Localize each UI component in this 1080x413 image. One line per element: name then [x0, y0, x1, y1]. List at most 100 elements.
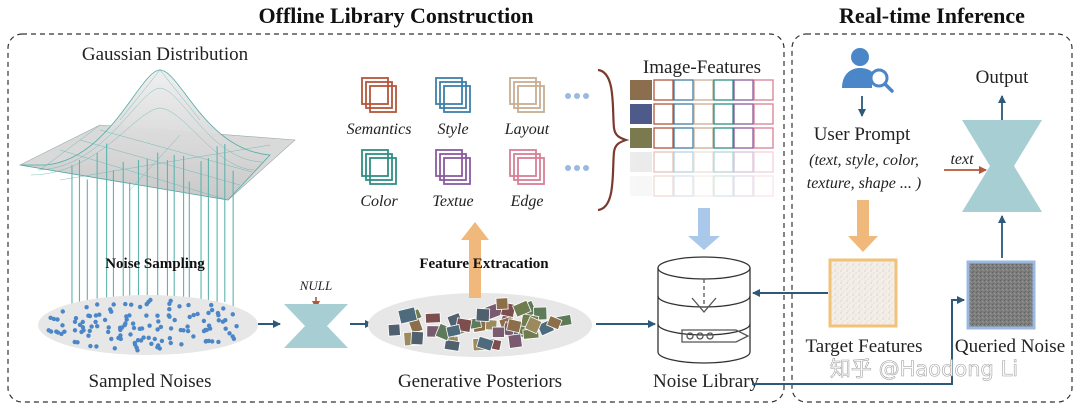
feature-label-edge: Edge [510, 193, 544, 210]
sampled-noise-dot [221, 306, 226, 311]
watermark: 知乎 @Haodong Li [830, 357, 1018, 381]
sampled-noise-dot [80, 325, 86, 330]
sampled-noise-dot [77, 322, 83, 327]
library-input-arrow [688, 208, 720, 250]
sampled-noise-dot [216, 318, 221, 323]
feature-cell [753, 103, 774, 125]
sampled-noise-dot [149, 341, 154, 346]
feature-cell [733, 127, 754, 149]
sampled-noise-dot [80, 319, 86, 325]
feature-cell [693, 103, 714, 125]
feature-cell [653, 79, 674, 101]
user-prompt-label: User Prompt [814, 124, 911, 145]
sampled-noise-dot [60, 309, 65, 314]
sampled-noise-dot [207, 326, 213, 331]
image-features-table [630, 79, 774, 197]
feature-cell [673, 79, 694, 101]
feature-cell [753, 79, 774, 101]
sampled-noise-dot [223, 318, 228, 323]
sampled-noise-dot [203, 338, 209, 344]
null-label: NULL [299, 278, 333, 293]
sampled-noise-dot [141, 335, 146, 340]
diffusion-model-shape [284, 304, 348, 348]
target-features-label: Target Features [805, 336, 922, 357]
sampled-noise-dot [209, 302, 214, 308]
sampled-noise-dot [117, 325, 123, 330]
feature-cell [733, 175, 754, 197]
target-features-image [828, 258, 898, 328]
noise-library-cylinder [657, 256, 751, 364]
feature-cell [713, 103, 734, 125]
sampled-noises-label: Sampled Noises [89, 371, 212, 392]
sampled-noise-dot [216, 313, 221, 318]
feature-cell [713, 79, 734, 101]
sampled-noise-dot [111, 302, 116, 307]
feature-cell [753, 127, 774, 149]
sampled-noise-dot [86, 313, 91, 318]
feature-cell [693, 79, 714, 101]
feature-icon-style [435, 77, 471, 113]
feature-cell [733, 151, 754, 173]
sampled-noise-dot [55, 330, 61, 335]
sampled-noise-dot [124, 317, 129, 322]
row-thumbnail [630, 176, 652, 196]
sampled-noise-dot [158, 324, 164, 330]
sampled-noise-dot [166, 313, 171, 318]
sampled-noise-dot [95, 302, 100, 307]
sampled-noise-dot [223, 326, 228, 331]
sampled-noise-dot [185, 328, 191, 334]
sampled-noise-dot [72, 319, 78, 324]
sampled-noise-dot [73, 316, 79, 321]
offline-section-frame [7, 33, 785, 403]
feature-cell [693, 175, 714, 197]
sampled-noise-dot [146, 335, 151, 340]
feature-table-row [630, 127, 774, 149]
feature-label-textue: Textue [432, 193, 473, 210]
posterior-thumbnail [524, 315, 543, 335]
feature-icon-edge [509, 149, 545, 185]
posterior-image-thumbnails [387, 297, 573, 352]
sampled-noise-dots [46, 297, 239, 353]
feature-cell [653, 127, 674, 149]
feature-extraction-label: Feature Extracation [419, 256, 549, 272]
sampled-noise-dot [88, 343, 93, 349]
feature-cell [753, 151, 774, 173]
sampled-noise-dot [130, 321, 136, 326]
feature-cell [693, 151, 714, 173]
feature-cell [653, 151, 674, 173]
sampled-noise-dot [109, 336, 114, 342]
sampled-noise-dot [123, 301, 128, 307]
sampled-noise-dot [51, 316, 57, 322]
feature-table-row [630, 175, 774, 197]
sampled-noise-dot [167, 336, 173, 341]
posterior-thumbnail [507, 333, 523, 349]
posterior-thumbnail [475, 307, 491, 322]
feature-icon-layout [509, 77, 545, 113]
text-condition-label: text [950, 151, 974, 168]
feature-label-style: Style [437, 121, 468, 138]
realtime-title: Real-time Inference [839, 3, 1025, 28]
feature-cell [673, 127, 694, 149]
sampled-noise-dot [55, 317, 60, 322]
sampled-noise-dot [147, 323, 152, 328]
feature-extraction-arrow [461, 222, 489, 298]
sampled-noise-dot [155, 327, 160, 332]
more-features-dots [565, 93, 589, 171]
feature-table-row [630, 103, 774, 125]
gaussian-label: Gaussian Distribution [82, 44, 249, 65]
feature-label-color: Color [360, 193, 398, 210]
feature-cell [713, 127, 734, 149]
sampled-noise-dot [191, 334, 196, 339]
output-label: Output [976, 67, 1030, 88]
sampled-noise-dot [84, 305, 89, 310]
sampled-noise-dot [191, 312, 196, 318]
sampled-noise-dot [168, 340, 173, 346]
sampled-noise-dot [187, 314, 192, 320]
feature-cell [713, 175, 734, 197]
sampled-noise-dot [177, 304, 182, 309]
posterior-thumbnail [387, 323, 401, 337]
prompt-detail-line2: texture, shape ... ) [807, 175, 921, 192]
sampled-noise-dot [201, 318, 207, 324]
posterior-thumbnail [410, 330, 425, 346]
sampled-noise-dot [185, 324, 190, 329]
